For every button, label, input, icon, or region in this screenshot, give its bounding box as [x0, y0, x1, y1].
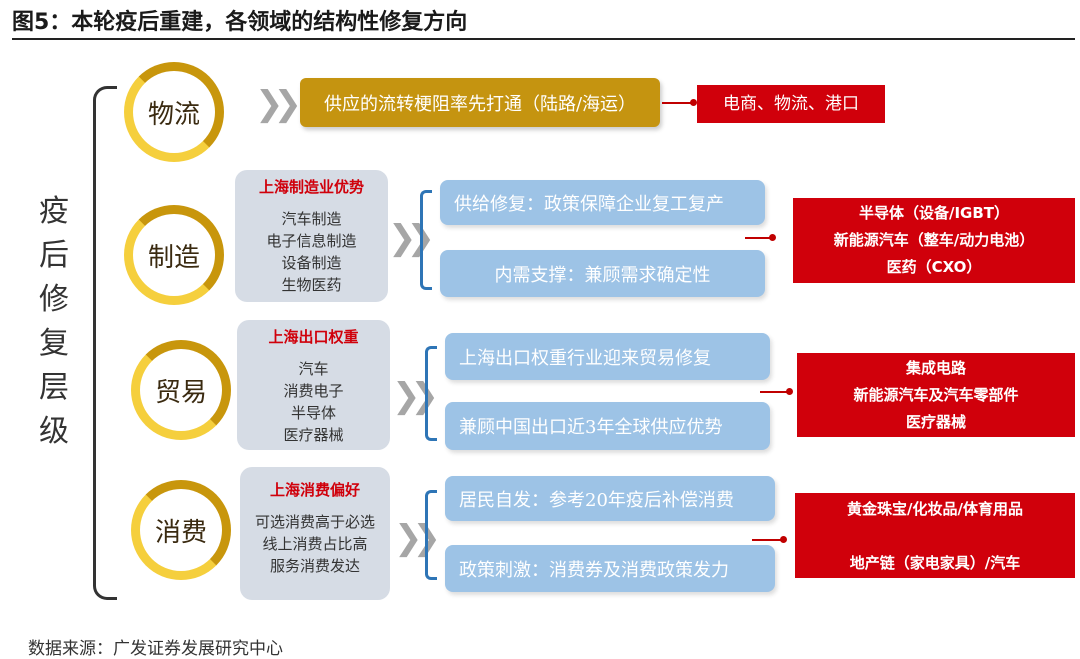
source-note: 数据来源：广发证券发展研究中心 [28, 639, 283, 659]
advantage-item: 可选消费高于必选 [254, 513, 375, 531]
target-box-manufacturing: 半导体（设备/IGBT） 新能源汽车（整车/动力电池） 医药（CXO） [793, 198, 1075, 283]
target-item: 电商、物流、港口 [723, 93, 859, 114]
circle-label: 消费 [154, 517, 207, 548]
advantage-item: 电子信息制造 [266, 232, 357, 250]
advantage-item: 医疗器械 [283, 426, 344, 444]
advantage-heading: 上海出口权重 [268, 328, 359, 346]
side-label-char: 修 [39, 282, 69, 317]
connector-arrow [745, 234, 776, 241]
circle-label: 制造 [147, 242, 200, 273]
circle-label: 物流 [147, 99, 200, 130]
target-item: 新能源汽车（整车/动力电池） [833, 231, 1035, 249]
side-label-char: 后 [39, 238, 69, 273]
advantage-item: 线上消费占比高 [262, 535, 368, 553]
side-label-char: 级 [39, 414, 69, 449]
figure-title: 图5：本轮疫后重建，各领域的结构性修复方向 [12, 10, 468, 35]
target-item: 地产链（家电家具）/汽车 [849, 553, 1021, 572]
target-item: 黄金珠宝/化妆品/体育用品 [847, 499, 1023, 518]
target-box-trade: 集成电路 新能源汽车及汽车零部件 医疗器械 [797, 353, 1075, 437]
side-label: 疫 后 修 复 层 级 [36, 190, 72, 454]
advantage-heading: 上海消费偏好 [269, 481, 360, 499]
path-box: 上海出口权重行业迎来贸易修复 [445, 333, 770, 380]
circle-logistics: 物流 [124, 62, 224, 162]
advantage-heading: 上海制造业优势 [258, 178, 364, 196]
target-item: 新能源汽车及汽车零部件 [853, 385, 1019, 404]
side-label-char: 疫 [39, 194, 69, 229]
advantage-box-consumption: 上海消费偏好 可选消费高于必选 线上消费占比高 服务消费发达 [240, 467, 390, 600]
side-label-char: 复 [39, 326, 69, 361]
advantage-item: 生物医药 [281, 276, 342, 294]
advantage-box-trade: 上海出口权重 汽车 消费电子 半导体 医疗器械 [237, 320, 390, 450]
main-bracket [93, 86, 117, 600]
target-item: 半导体（设备/IGBT） [858, 204, 1010, 222]
circle-manufacturing: 制造 [124, 205, 224, 305]
advantage-item: 设备制造 [281, 254, 342, 272]
path-bracket [425, 346, 437, 441]
chevron-icon: ❯❯ [392, 376, 439, 416]
connector-arrow [752, 536, 787, 543]
chevron-icon: ❯❯ [255, 84, 302, 124]
path-box: 供给修复：政策保障企业复工复产 [440, 180, 765, 225]
advantage-item: 汽车 [298, 360, 329, 378]
path-box: 兼顾中国出口近3年全球供应优势 [445, 402, 770, 450]
advantage-item: 消费电子 [283, 382, 344, 400]
connector-arrow [760, 388, 793, 395]
path-box: 内需支撑：兼顾需求确定性 [440, 250, 765, 297]
path-box: 政策刺激：消费券及消费政策发力 [445, 545, 775, 592]
side-label-char: 层 [39, 370, 69, 405]
connector-arrow [662, 99, 697, 106]
logistics-bar: 供应的流转梗阻率先打通（陆路/海运） [300, 78, 660, 127]
target-box-logistics: 电商、物流、港口 [697, 85, 885, 123]
advantage-box-manufacturing: 上海制造业优势 汽车制造 电子信息制造 设备制造 生物医药 [235, 170, 388, 302]
path-bracket [425, 490, 437, 580]
circle-label: 贸易 [154, 377, 207, 408]
target-item: 医药（CXO） [886, 258, 982, 276]
title-rule [12, 38, 1075, 40]
circle-consumption: 消费 [131, 480, 231, 580]
target-item: 集成电路 [905, 358, 966, 377]
path-bracket [420, 190, 432, 290]
advantage-item: 汽车制造 [281, 210, 342, 228]
advantage-item: 半导体 [290, 404, 336, 422]
target-box-consumption: 黄金珠宝/化妆品/体育用品 地产链（家电家具）/汽车 [795, 493, 1075, 578]
path-box: 居民自发：参考20年疫后补偿消费 [445, 476, 775, 521]
advantage-item: 服务消费发达 [269, 557, 360, 575]
circle-trade: 贸易 [131, 340, 231, 440]
target-item: 医疗器械 [905, 412, 966, 431]
